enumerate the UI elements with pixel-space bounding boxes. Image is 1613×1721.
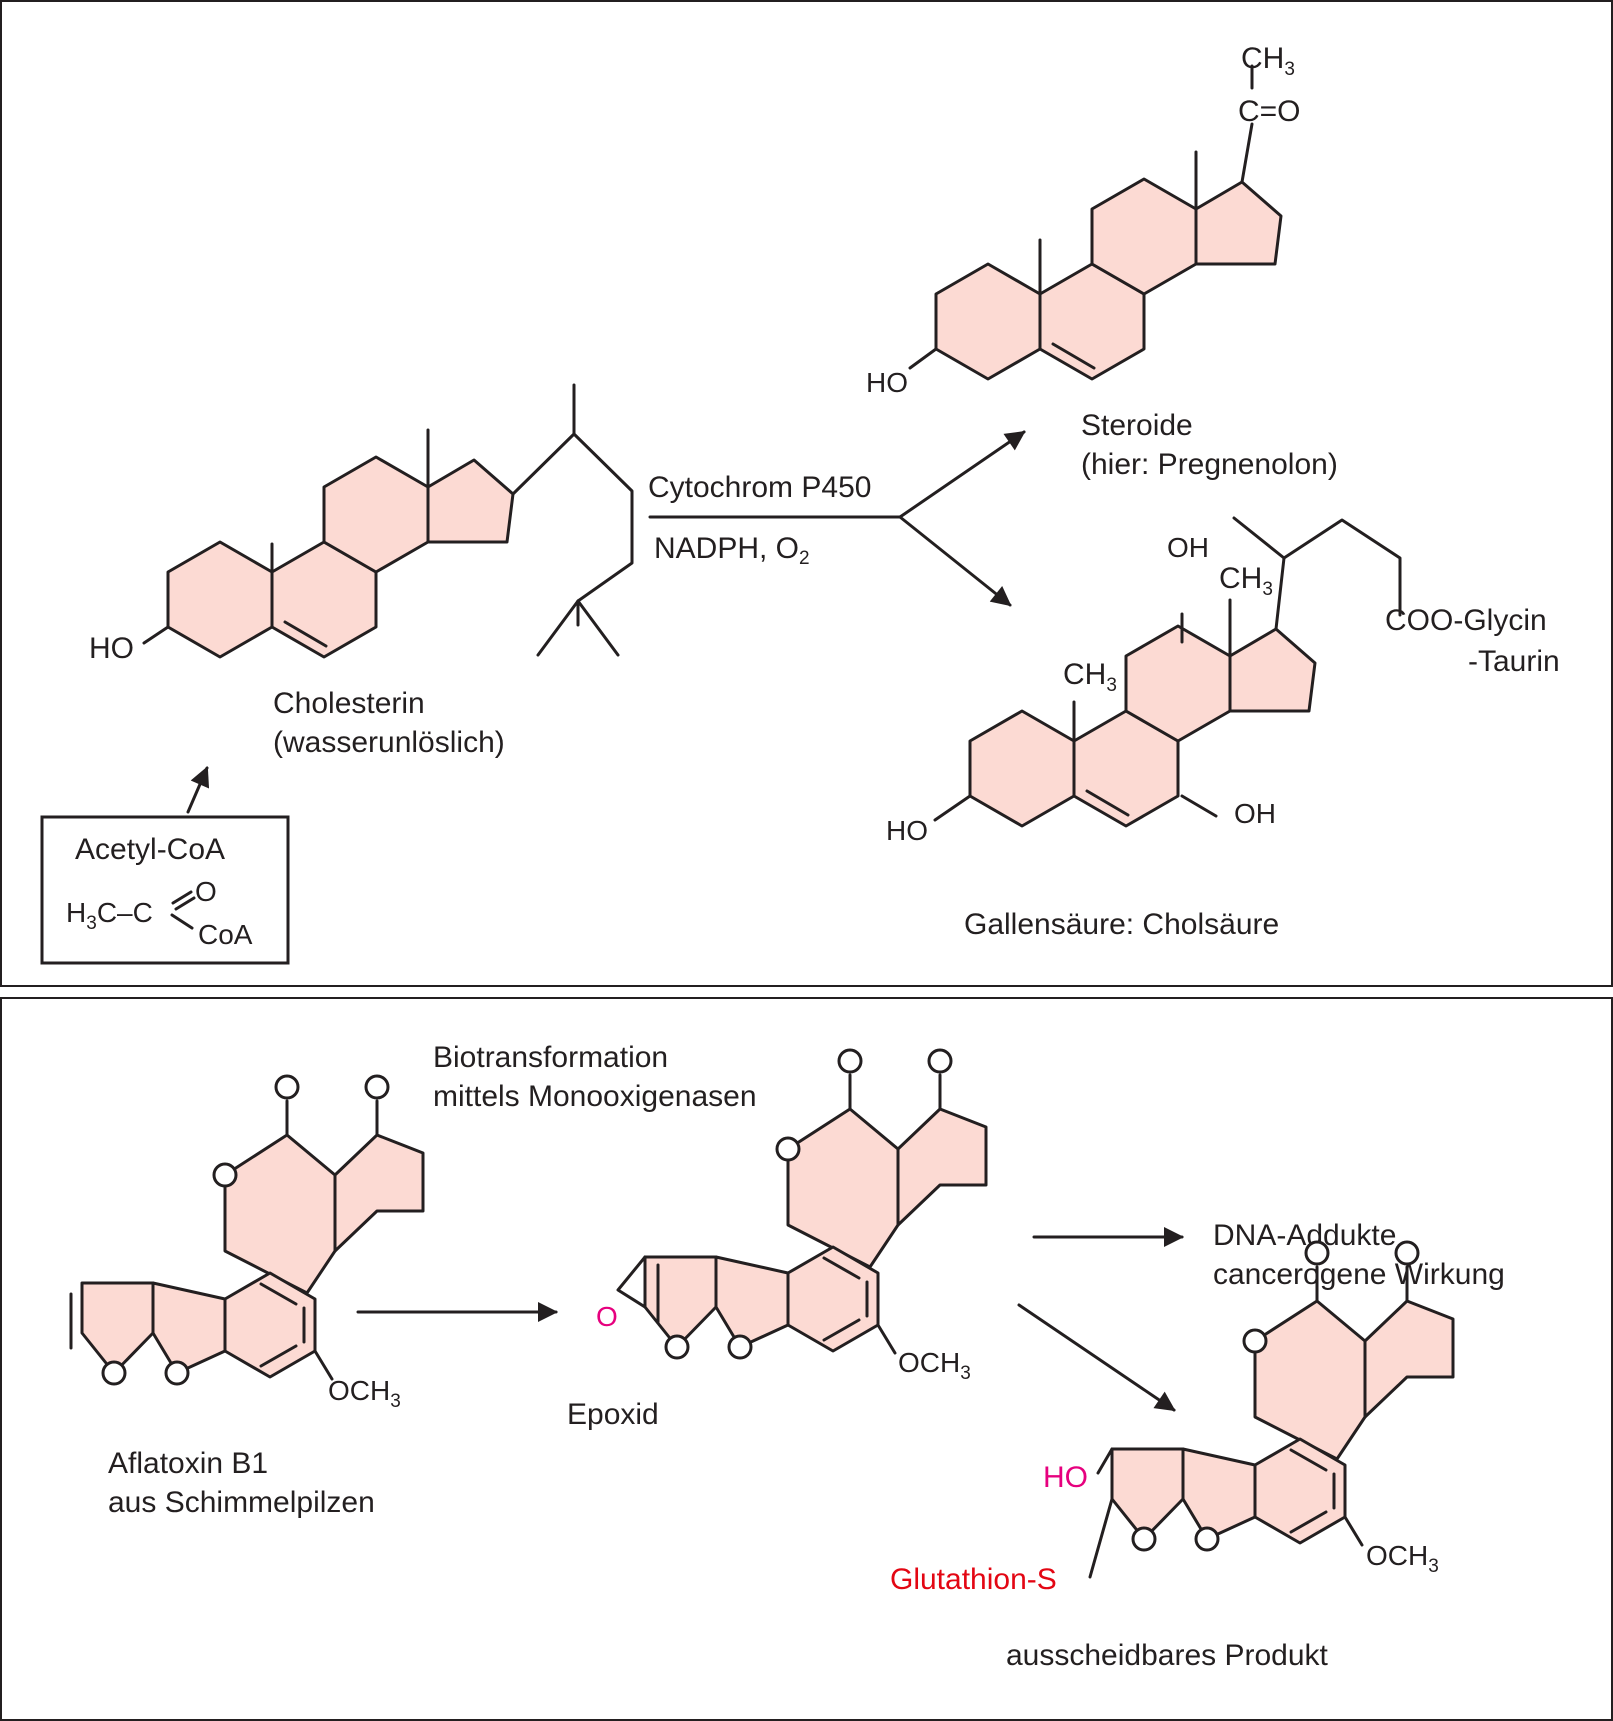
acetyl-coa-oxygen: O [195,876,217,907]
cholsaeure-ch3-lower: CH3 [1063,658,1117,696]
cholesterin-label: Cholesterin [273,687,425,720]
dna-addukte-effect: cancerogene Wirkung [1213,1258,1505,1291]
produkt-ho: HO [1043,1461,1088,1494]
cholsaeure-conjugate-sub: -Taurin [1468,645,1560,678]
epoxid-label: Epoxid [567,1398,659,1431]
steroide-label-sub: (hier: Pregnenolon) [1081,448,1338,481]
cholsaeure-oh-top: OH [1167,532,1209,563]
acetyl-coa-box [40,815,290,965]
glutathion-conjugate-structure [1088,1240,1455,1579]
produkt-label: ausscheidbares Produkt [1006,1639,1329,1672]
dna-addukte-label: DNA-Addukte [1213,1219,1396,1252]
biotransformation-title: Biotransformation [433,1041,668,1074]
cholsaeure-ho: HO [886,815,928,846]
cholsaeure-ch3-upper: CH3 [1219,562,1273,600]
aflatoxin-och3: OCH3 [328,1375,401,1412]
biotransformation-subtitle: mittels Monooxigenasen [433,1080,757,1113]
aflatoxin-structure [69,1074,425,1386]
acetyl-coa-coa: CoA [198,919,253,950]
cholesterin-ho: HO [89,632,134,665]
acetyl-coa-formula: H3C–C [66,897,153,934]
gallensaeure-label: Gallensäure: Cholsäure [964,908,1279,941]
reaction-enzyme: Cytochrom P450 [648,471,871,504]
aflatoxin-label-sub: aus Schimmelpilzen [108,1486,375,1519]
pregnenolon-ch3: CH3 [1241,42,1295,80]
acetyl-double-bond [171,890,193,905]
steroide-label: Steroide [1081,409,1193,442]
aflatoxin-label: Aflatoxin B1 [108,1447,268,1480]
arrow-to-steroide [898,430,1026,519]
acetyl-coa-title: Acetyl-CoA [75,833,225,866]
produkt-och3: OCH3 [1366,1540,1439,1577]
produkt-glutathion: Glutathion-S [890,1563,1057,1596]
cholsaeure-oh-right: OH [1234,798,1276,829]
cholesterin-structure [142,383,634,659]
reaction-cofactors: NADPH, O2 [654,532,810,569]
pregnenolon-structure [908,64,1283,381]
top-panel-frame [0,0,1613,987]
epoxid-structure [616,1048,988,1360]
bottom-panel-frame [0,997,1613,1721]
pregnenolon-carbonyl: C=O [1238,95,1301,128]
cholsaeure-conjugate: COO-Glycin [1385,604,1547,637]
arrow-to-produkt [1017,1303,1176,1412]
cholesterin-label-sub: (wasserunlöslich) [273,726,505,759]
epoxid-och3: OCH3 [898,1347,971,1384]
arrow-to-gallensaeure [898,515,1012,607]
cholsaeure-structure [933,516,1402,828]
acetyl-to-cholesterin-arrow [186,766,210,814]
epoxide-oxygen: O [596,1301,618,1332]
pregnenolon-ho: HO [866,367,908,398]
